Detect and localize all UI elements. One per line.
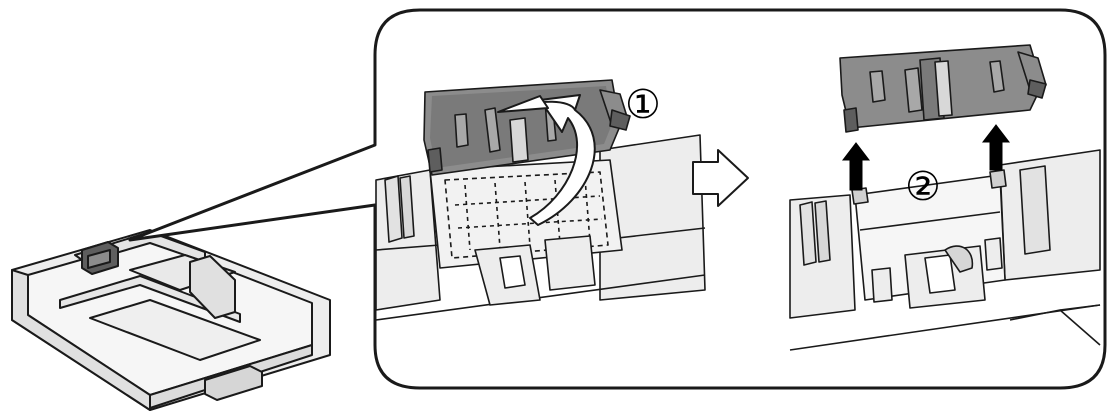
up-arrow-icon	[841, 142, 871, 191]
step-2-label: ②	[905, 164, 941, 210]
roller-lift-detail	[789, 44, 1101, 351]
curved-arrow-icon	[497, 94, 596, 226]
hollow-right-arrow-icon	[692, 149, 749, 207]
step-1-label: ①	[625, 82, 661, 128]
roller-removal-detail	[375, 79, 706, 321]
paper-cassette	[11, 229, 331, 411]
up-arrow-icon	[981, 124, 1011, 171]
